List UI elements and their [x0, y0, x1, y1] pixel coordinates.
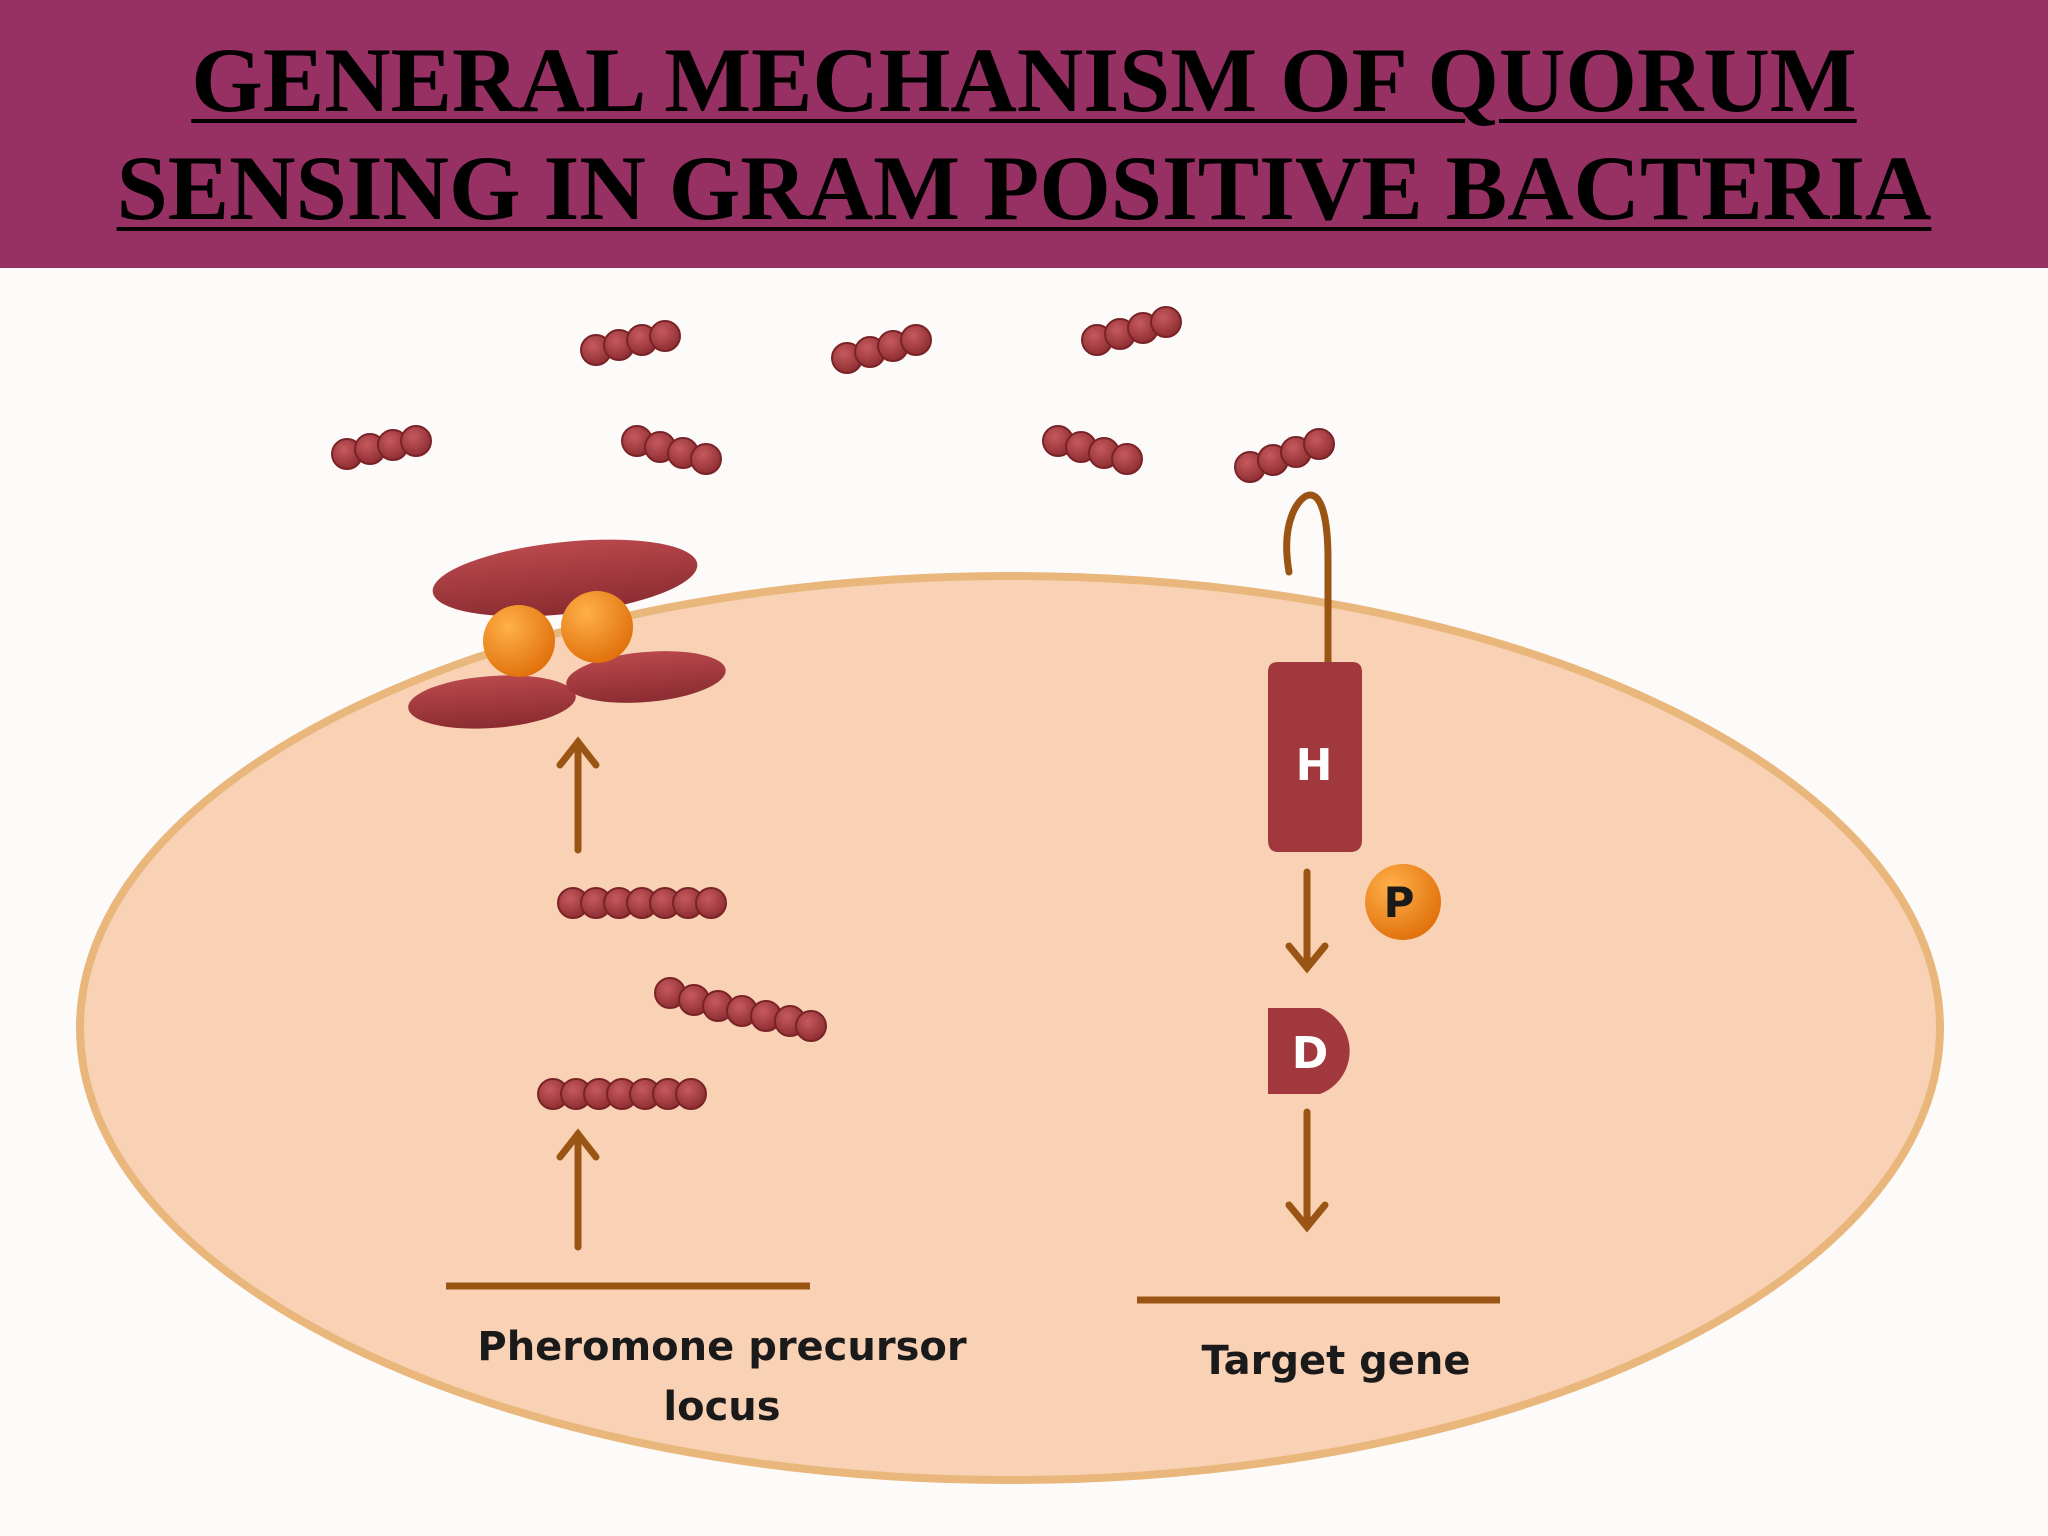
- precursor-label-line1: Pheromone precursor: [477, 1324, 967, 1370]
- peptide-chain: [1042, 425, 1143, 475]
- title-line-1: GENERAL MECHANISM OF QUORUM: [191, 29, 1857, 131]
- extracellular-peptides: [331, 306, 1335, 483]
- intracellular-peptides: [537, 887, 827, 1110]
- peptide-chain: [621, 425, 722, 475]
- target-gene-label: Target gene: [1201, 1338, 1470, 1384]
- title-line-2: SENSING IN GRAM POSITIVE BACTERIA: [116, 137, 1932, 239]
- histidine-kinase: H: [1268, 662, 1362, 852]
- peptide-chain: [654, 977, 827, 1042]
- response-regulator: D: [1268, 1008, 1350, 1094]
- quorum-sensing-diagram: H P D Pheromone precursor locus Target g…: [76, 306, 1944, 1484]
- peptide-chain: [831, 324, 932, 374]
- peptide-chain: [580, 320, 681, 366]
- peptide-chain: [1234, 428, 1335, 483]
- precursor-label-line2: locus: [663, 1384, 780, 1430]
- histidine-kinase-label: H: [1296, 740, 1333, 791]
- transporter-complex: [408, 539, 726, 729]
- phosphate: P: [1365, 864, 1441, 940]
- response-regulator-label: D: [1292, 1028, 1329, 1079]
- peptide-chain: [537, 1078, 707, 1110]
- orange-ball: [561, 591, 633, 663]
- peptide-chain: [331, 425, 432, 470]
- peptide-chain: [1081, 306, 1182, 356]
- bacterial-cell: [76, 572, 1944, 1484]
- left-pathway: [446, 736, 810, 1290]
- right-pathway-arrows: [1137, 868, 1500, 1304]
- receptor-loop: [1283, 491, 1332, 668]
- orange-ball: [483, 605, 555, 677]
- title-band: GENERAL MECHANISM OF QUORUM SENSING IN G…: [0, 0, 2048, 268]
- peptide-chain: [557, 887, 727, 919]
- phosphate-label: P: [1384, 878, 1415, 927]
